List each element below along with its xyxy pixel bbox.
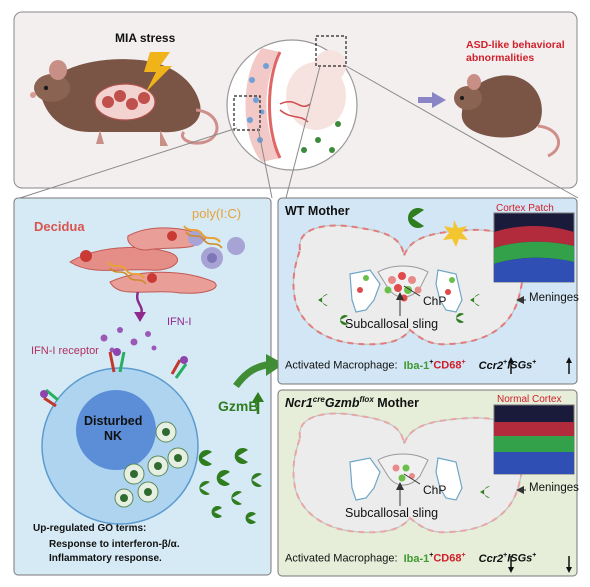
- mut-cd68-marker: CD68: [433, 552, 462, 565]
- mut-activated-line: Activated Macrophage: Iba-1+CD68+ Ccr2+I…: [285, 552, 536, 565]
- asd-label-line2: abnormalities: [466, 52, 535, 64]
- mut-title-gzmb: Gzmb: [324, 396, 360, 411]
- mut-brain-section: [292, 412, 525, 534]
- mut-chp-label: ChP: [423, 483, 447, 497]
- polyic-label: poly(I:C): [192, 206, 242, 221]
- zoom-line: [345, 65, 579, 199]
- wt-iba-marker: Iba-1: [403, 359, 430, 372]
- mut-cd68-plus: +: [461, 552, 466, 559]
- wt-inset-label: Cortex Patch: [496, 203, 554, 214]
- zoom-line: [257, 127, 273, 199]
- mut-meninges-label: Meninges: [529, 482, 579, 494]
- mut-title-cre: cre: [312, 395, 325, 404]
- asd-label-line1: ASD-like behavioral: [466, 39, 565, 51]
- wt-sling-label: Subcallosal sling: [345, 317, 439, 331]
- mut-isgs-plus: +: [532, 552, 537, 559]
- mut-chp-pointer: [403, 473, 421, 485]
- wt-meninges-label: Meninges: [529, 292, 579, 304]
- stress-lightning-icon: [144, 52, 172, 92]
- wt-sun-icon: [443, 220, 468, 247]
- go-terms-title: Up-regulated GO terms:: [33, 523, 147, 534]
- mut-iba-plus: +: [429, 552, 434, 559]
- wt-chp-label: ChP: [423, 294, 447, 308]
- wt-ccr2-marker: Ccr2: [478, 359, 504, 372]
- wt-iba-plus: +: [429, 359, 434, 366]
- wt-brain-section: [292, 224, 525, 346]
- wt-ccr2-plus: +: [503, 359, 508, 366]
- mut-sling-label: Subcallosal sling: [345, 506, 439, 520]
- polyic-strands: [107, 225, 223, 285]
- zoom-line: [19, 127, 238, 199]
- nk-cell: [41, 367, 199, 525]
- asd-mouse: [454, 74, 561, 158]
- gzmb-granules: [198, 448, 262, 524]
- wt-cd68-plus: +: [461, 359, 466, 366]
- mut-ccr2-marker: Ccr2: [478, 552, 504, 565]
- mut-isgs-marker: ISGs: [507, 552, 533, 565]
- wt-isgs-plus: +: [532, 359, 537, 366]
- gzmb-label: GzmB: [218, 398, 259, 414]
- go-term-2: Inflammatory response.: [49, 553, 162, 564]
- mut-title-mother: Mother: [377, 396, 419, 411]
- wt-chp-pointer: [403, 285, 421, 297]
- zoom-line: [285, 65, 321, 199]
- ifn-i-label: IFN-I: [167, 316, 192, 328]
- go-term-1: Response to interferon-β/α.: [49, 539, 180, 550]
- mut-act-prefix: Activated Macrophage:: [285, 552, 398, 565]
- wt-cd68-marker: CD68: [433, 359, 462, 372]
- wt-activated-line: Activated Macrophage: Iba-1+CD68+ Ccr2+I…: [285, 359, 536, 372]
- mut-title-ncr1: Ncr1: [285, 396, 313, 411]
- mut-ccr2-plus: +: [503, 552, 508, 559]
- wt-isgs-marker: ISGs: [507, 359, 533, 372]
- wt-act-prefix: Activated Macrophage:: [285, 359, 398, 372]
- mut-inset-label: Normal Cortex: [497, 394, 562, 405]
- decidua-label: Decidua: [34, 219, 85, 234]
- mia-stress-label: MIA stress: [115, 31, 176, 45]
- ifn-receptor-label: IFN-I receptor: [31, 345, 99, 357]
- immune-cells: [188, 230, 245, 269]
- mut-iba-marker: Iba-1: [403, 552, 430, 565]
- ifn-molecules: [100, 327, 157, 353]
- disturbed-label-line1: Disturbed: [84, 414, 143, 428]
- wt-pacman-icon: [408, 208, 424, 228]
- ifn-receptor-icon: [40, 348, 188, 408]
- wt-title: WT Mother: [285, 204, 350, 218]
- disturbed-label-line2: NK: [104, 429, 123, 443]
- mut-title-flox: flox: [359, 395, 374, 404]
- mut-title: Ncr1creGzmbflox Mother: [285, 395, 419, 410]
